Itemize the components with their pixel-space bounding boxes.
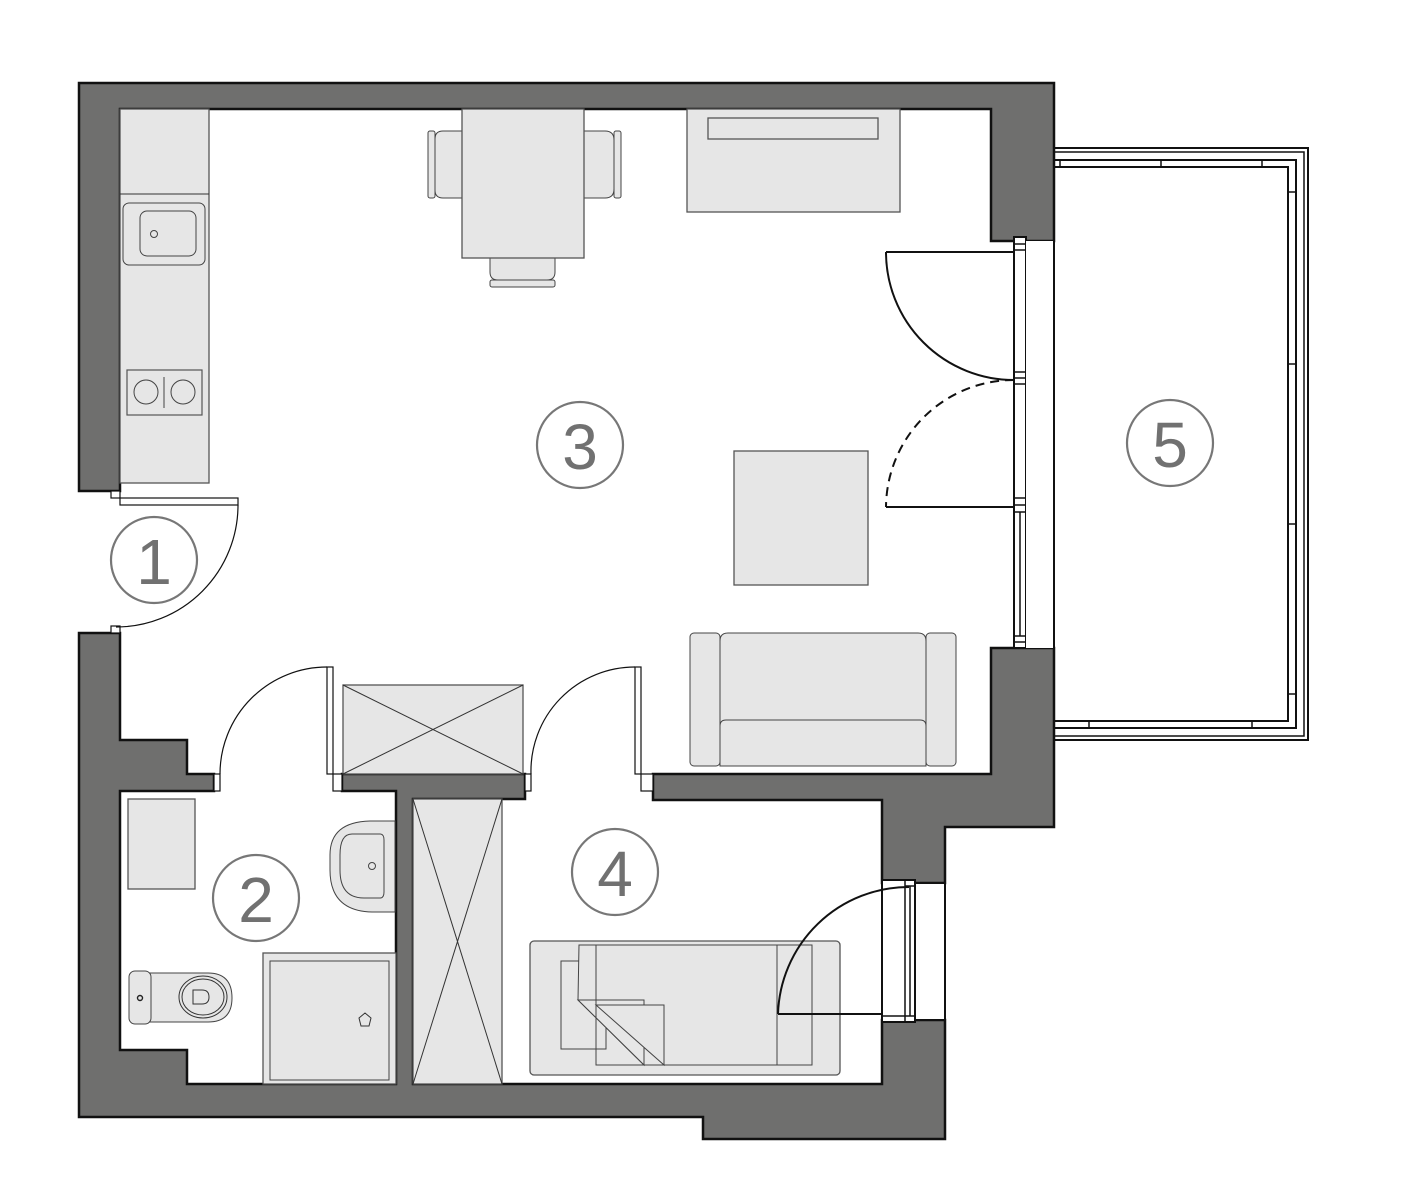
room-label-2: 2 [211,853,301,943]
washing-machine [127,798,196,890]
room-number-3: 3 [562,411,598,483]
bedroom-wardrobe [412,798,503,1085]
dining-set [427,108,622,288]
bathroom-door[interactable] [213,666,343,792]
chair-right-icon [582,130,622,199]
room-number-2: 2 [238,864,274,936]
sink-icon [122,202,206,266]
toilet-icon [128,970,233,1025]
room-label-1: 1 [109,515,199,605]
dining-table [461,108,585,259]
entrance-door[interactable] [110,490,239,634]
coffee-table [733,450,869,586]
balcony [1053,147,1309,741]
bathroom-fixtures [127,798,397,1085]
chair-bottom-icon [489,257,556,288]
room-label-3: 3 [535,400,625,490]
washbasin-icon [329,820,396,913]
sofa-icon [689,632,957,767]
wall-north [77,81,1056,493]
bedroom-window[interactable] [777,879,946,1023]
room-label-4: 4 [570,827,660,917]
bedroom-door[interactable] [524,666,654,792]
balcony-door[interactable] [885,236,1055,649]
room-number-1: 1 [136,526,172,598]
hall-wardrobe [342,684,524,775]
shower-tray-icon [262,952,397,1085]
chair-left-icon [427,130,466,199]
bed-icon [529,940,841,1076]
cooktop-icon [126,369,203,416]
room-number-5: 5 [1152,409,1188,481]
countertop [119,108,210,484]
room-number-4: 4 [597,838,633,910]
room-label-5: 5 [1125,398,1215,488]
tv-cabinet [686,108,901,213]
kitchen-counter [119,108,210,484]
